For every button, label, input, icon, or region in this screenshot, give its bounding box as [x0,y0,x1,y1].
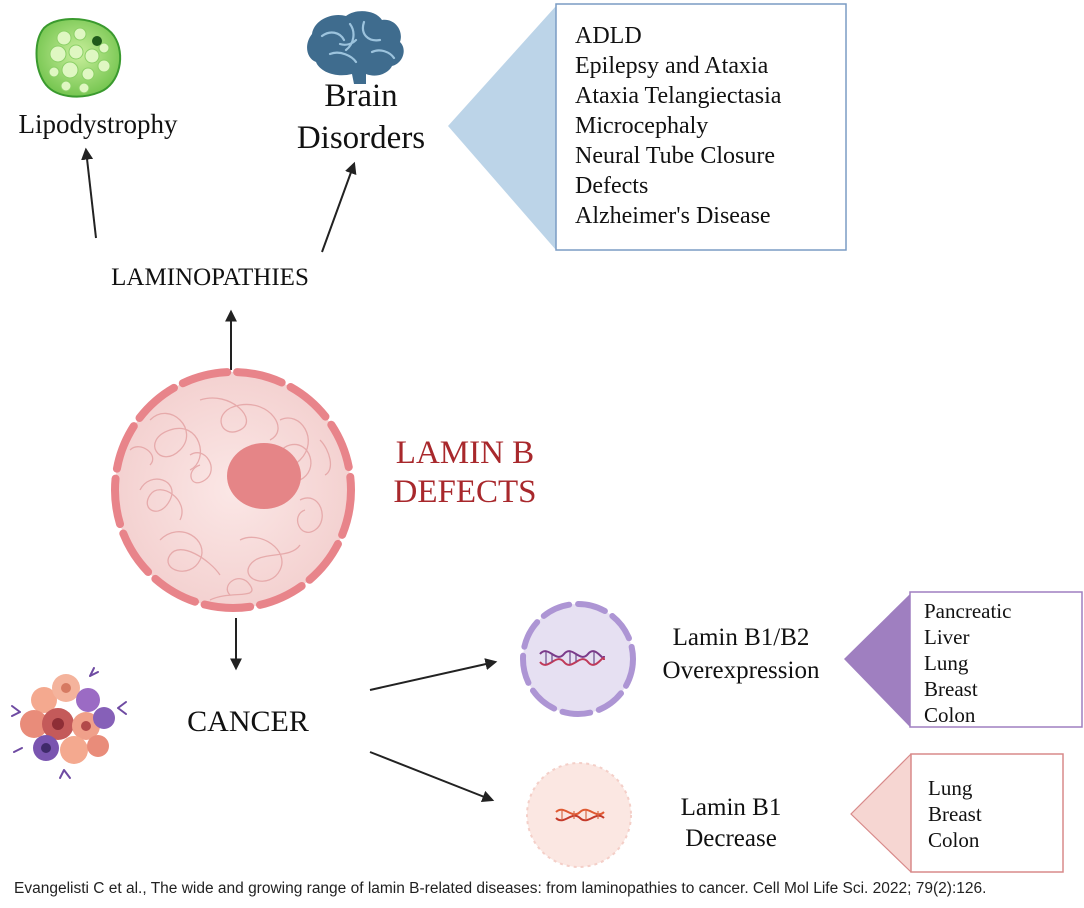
brain-disorder-item: Neural Tube Closure [575,143,775,169]
lamin-b-title-line1: LAMIN B [396,435,534,471]
brain-disorder-item: Alzheimer's Disease [575,203,771,229]
overexpression-label-line2: Overexpression [663,657,820,684]
overexpression-label-line1: Lamin B1/B2 [673,624,810,651]
dna-icon [539,650,605,666]
brain-disorder-item: ADLD [575,23,642,49]
decrease-cancer-item: Breast [928,802,982,826]
overexpression-cancer-item: Liver [924,625,969,649]
arrow-to-overexpression [369,658,498,691]
citation: Evangelisti C et al., The wide and growi… [14,880,986,897]
arrow-to-lipodystrophy [81,147,97,239]
lipid-cell-icon [35,18,122,98]
brain-label: Brain [324,78,397,114]
tumor-cells-icon [11,667,127,779]
overexpression-cancer-item: Lung [924,651,969,675]
decrease-cancer-item: Colon [928,828,980,852]
overexpression-cancer-item: Breast [924,677,978,701]
overexpression-cancer-item: Pancreatic [924,599,1011,623]
brain-icon [307,11,404,84]
brain-disorders-callout [448,3,847,251]
arrow-to-decrease [369,751,495,803]
nucleus-icon [111,368,355,612]
arrow-to-brain-disorders [321,161,357,253]
brain-disorder-item: Defects [575,173,648,199]
dna-icon [555,808,605,822]
overexpression-cancer-item: Colon [924,703,976,727]
decrease-nucleus-icon [526,762,632,868]
cancer-label: CANCER [187,705,309,738]
decrease-cancer-item: Lung [928,776,973,800]
brain-disorder-item: Epilepsy and Ataxia [575,53,769,79]
lamin-b-title-line2: DEFECTS [393,474,536,510]
decrease-label-line2: Decrease [685,825,777,852]
overexpression-nucleus-icon [520,601,636,717]
decrease-callout [850,753,1064,873]
brain-disorder-item: Microcephaly [575,113,708,139]
lipodystrophy-label: Lipodystrophy [19,109,178,139]
laminopathies-label: LAMINOPATHIES [111,264,309,291]
brain-disorder-item: Ataxia Telangiectasia [575,83,782,109]
decrease-label-line1: Lamin B1 [681,794,782,821]
disorders-label: Disorders [297,120,425,156]
overexpression-callout [844,591,1083,728]
